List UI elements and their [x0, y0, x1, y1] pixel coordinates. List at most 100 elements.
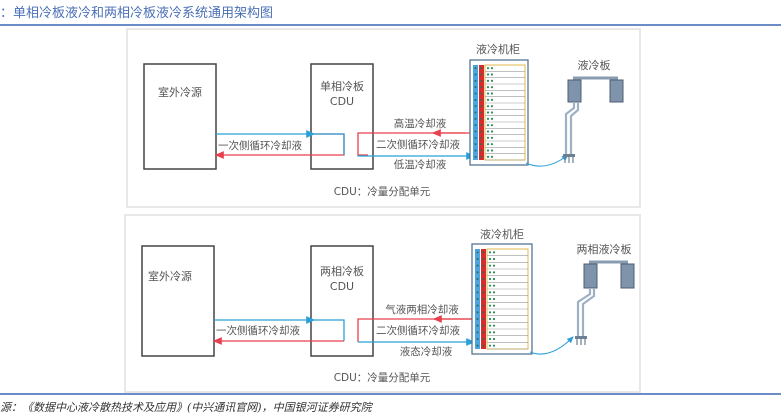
server-port-dot	[488, 331, 492, 334]
figure-caption: ：单相冷板液冷和两相冷板液冷系统通用架构图	[0, 6, 274, 21]
server-port-dot	[490, 111, 494, 114]
manifold-connector-dot	[480, 136, 483, 139]
secondary-loop-label: 二次侧循环冷却液	[376, 324, 460, 337]
manifold-connector-dot	[474, 117, 477, 120]
manifold-connector-dot	[480, 155, 483, 158]
header-rule	[0, 24, 781, 26]
server-port-dot	[490, 92, 494, 95]
manifold-connector-dot	[482, 298, 485, 300]
cdu-label-line2: CDU	[330, 280, 354, 293]
server-port-dot	[492, 331, 496, 334]
server-port-dot	[486, 111, 490, 114]
manifold-connector-dot	[482, 318, 485, 320]
server-port-dot	[490, 67, 494, 70]
server-port-dot	[490, 155, 494, 158]
server-port-dot	[486, 105, 490, 108]
server-port-dot	[492, 311, 496, 314]
manifold-connector-dot	[480, 111, 483, 114]
primary-loop-label: 一次侧循环冷却液	[218, 139, 302, 152]
manifold-connector-dot	[482, 311, 485, 314]
cdu-footnote: CDU：冷量分配单元	[334, 185, 431, 198]
primary-loop-turn	[314, 319, 345, 341]
manifold-connector-dot	[476, 318, 479, 320]
manifold-connector-dot	[480, 149, 483, 152]
server-port-dot	[486, 117, 490, 120]
server-port-dot	[490, 105, 494, 108]
manifold-connector-dot	[480, 73, 483, 76]
primary-loop-label: 一次侧循环冷却液	[216, 324, 300, 337]
server-port-dot	[486, 143, 490, 146]
cabinet-to-plate-connector	[525, 154, 569, 167]
server-port-dot	[486, 124, 490, 127]
server-port-dot	[492, 284, 496, 287]
manifold-connector-dot	[474, 136, 477, 139]
server-port-dot	[492, 317, 496, 321]
hot-coolant-label: 高温冷却液	[394, 117, 447, 130]
cold-supply-line	[357, 152, 476, 160]
manifold-connector-dot	[480, 79, 483, 82]
cabinet-label: 液冷机柜	[480, 227, 524, 241]
server-port-dot	[488, 304, 492, 307]
liquid-cooling-cabinet	[469, 59, 529, 166]
server-port-dot	[486, 92, 490, 95]
cold-coolant-label: 液态冷却液	[400, 345, 453, 358]
manifold-connector-dot	[476, 264, 479, 267]
manifold-connector-dot	[482, 251, 485, 254]
server-port-dot	[490, 73, 494, 76]
manifold-connector-dot	[474, 155, 477, 158]
manifold-connector-dot	[476, 311, 479, 314]
cold-plate-label: 液冷板	[578, 58, 611, 72]
manifold-connector-dot	[480, 124, 483, 127]
manifold-connector-dot	[476, 298, 479, 300]
server-port-dot	[486, 136, 490, 139]
manifold-connector-dot	[480, 86, 483, 89]
server-port-dot	[488, 324, 492, 327]
server-port-dot	[488, 284, 492, 287]
manifold-connector-dot	[482, 304, 485, 307]
outdoor-cooling-source-box	[141, 245, 215, 357]
manifold-connector-dot	[482, 324, 485, 327]
cdu-label-line2: CDU	[330, 95, 354, 108]
server-port-dot	[492, 264, 496, 267]
manifold-connector-dot	[476, 258, 479, 260]
cdu-box	[310, 63, 374, 170]
manifold-connector-dot	[476, 271, 479, 274]
manifold-connector-dot	[474, 143, 477, 146]
manifold-connector-dot	[480, 143, 483, 146]
manifold-connector-dot	[482, 271, 485, 274]
server-port-dot	[492, 344, 496, 347]
server-port-dot	[492, 271, 496, 274]
server-port-dot	[488, 297, 492, 301]
manifold-connector-dot	[474, 124, 477, 127]
hot-coolant-label: 气液两相冷却液	[385, 303, 459, 316]
outdoor-cooling-source-box	[143, 63, 217, 170]
server-port-dot	[490, 86, 494, 89]
server-port-dot	[490, 136, 494, 139]
server-port-dot	[492, 337, 496, 341]
manifold-connector-dot	[474, 67, 477, 70]
manifold-connector-dot	[480, 92, 483, 95]
cold-coolant-label: 低温冷却液	[394, 158, 447, 171]
manifold-connector-dot	[474, 111, 477, 114]
diagram-two-phase: 室外冷源 两相冷板 CDU 一次侧循环冷却液 气液两相冷却液 二次侧循环冷却液 …	[141, 227, 635, 384]
server-port-dot	[488, 344, 492, 347]
server-port-dot	[488, 264, 492, 267]
server-port-dot	[488, 317, 492, 321]
cold-plate-illustration	[563, 76, 624, 163]
manifold-connector-dot	[474, 149, 477, 152]
footer-rule	[0, 393, 781, 395]
manifold-connector-dot	[476, 331, 479, 334]
manifold-connector-dot	[476, 291, 479, 294]
server-port-dot	[486, 155, 490, 158]
manifold-connector-dot	[482, 344, 485, 347]
hot-return-line	[357, 132, 466, 156]
server-port-dot	[488, 257, 492, 261]
manifold-connector-dot	[482, 278, 485, 280]
server-port-dot	[492, 324, 496, 327]
manifold-connector-dot	[474, 73, 477, 76]
server-port-dot	[488, 337, 492, 341]
server-port-dot	[490, 149, 494, 152]
server-port-dot	[492, 251, 496, 254]
manifold-connector-dot	[476, 344, 479, 347]
manifold-connector-dot	[480, 105, 483, 108]
